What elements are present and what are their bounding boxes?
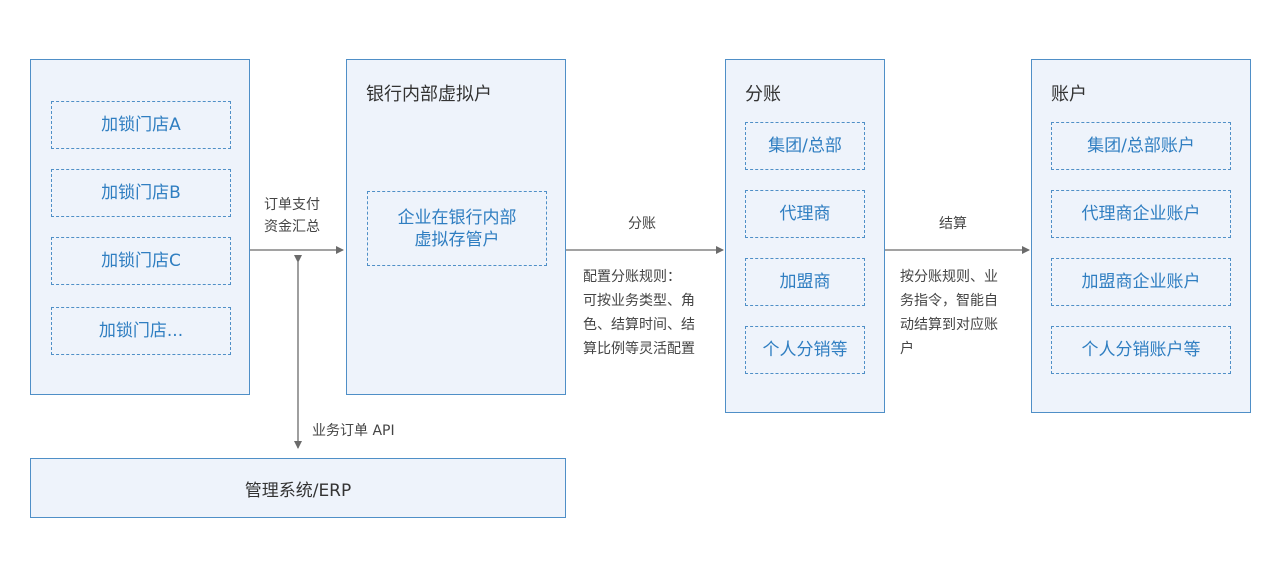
store-item: 加锁门店... [51, 307, 231, 355]
account-panel: 账户 集团/总部账户 代理商企业账户 加盟商企业账户 个人分销账户等 [1031, 59, 1251, 413]
erp-panel: 管理系统/ERP [30, 458, 566, 518]
bank-inner-line: 企业在银行内部 [397, 207, 517, 228]
stores-to-bank-label: 订单支付 资金汇总 [264, 197, 320, 235]
account-item: 个人分销账户等 [1051, 326, 1231, 374]
bank-inner-line: 虚拟存管户 [414, 229, 500, 250]
bank-to-split-description: 配置分账规则： 可按业务类型、角 色、结算时间、结 算比例等灵活配置 [583, 269, 695, 357]
bank-panel-title: 银行内部虚拟户 [366, 84, 492, 105]
split-item: 个人分销等 [745, 326, 865, 374]
store-item: 加锁门店A [51, 101, 231, 149]
split-panel-title: 分账 [745, 84, 781, 105]
store-item: 加锁门店B [51, 169, 231, 217]
bank-to-split-label: 分账 [628, 216, 656, 232]
stores-panel: 加锁门店A 加锁门店B 加锁门店C 加锁门店... [30, 59, 250, 395]
split-item: 代理商 [745, 190, 865, 238]
account-item: 集团/总部账户 [1051, 122, 1231, 170]
split-panel: 分账 集团/总部 代理商 加盟商 个人分销等 [725, 59, 885, 413]
split-item: 集团/总部 [745, 122, 865, 170]
bank-virtual-account-panel: 银行内部虚拟户 企业在银行内部 虚拟存管户 [346, 59, 566, 395]
account-item: 代理商企业账户 [1051, 190, 1231, 238]
split-to-account-label: 结算 [939, 216, 967, 232]
erp-link-label: 业务订单 API [312, 423, 395, 439]
account-item: 加盟商企业账户 [1051, 258, 1231, 306]
split-item: 加盟商 [745, 258, 865, 306]
account-panel-title: 账户 [1051, 84, 1087, 105]
bank-inner-account: 企业在银行内部 虚拟存管户 [367, 191, 547, 266]
store-item: 加锁门店C [51, 237, 231, 285]
erp-label: 管理系统/ERP [244, 480, 352, 501]
split-to-account-description: 按分账规则、业 务指令，智能自 动结算到对应账 户 [900, 269, 998, 357]
